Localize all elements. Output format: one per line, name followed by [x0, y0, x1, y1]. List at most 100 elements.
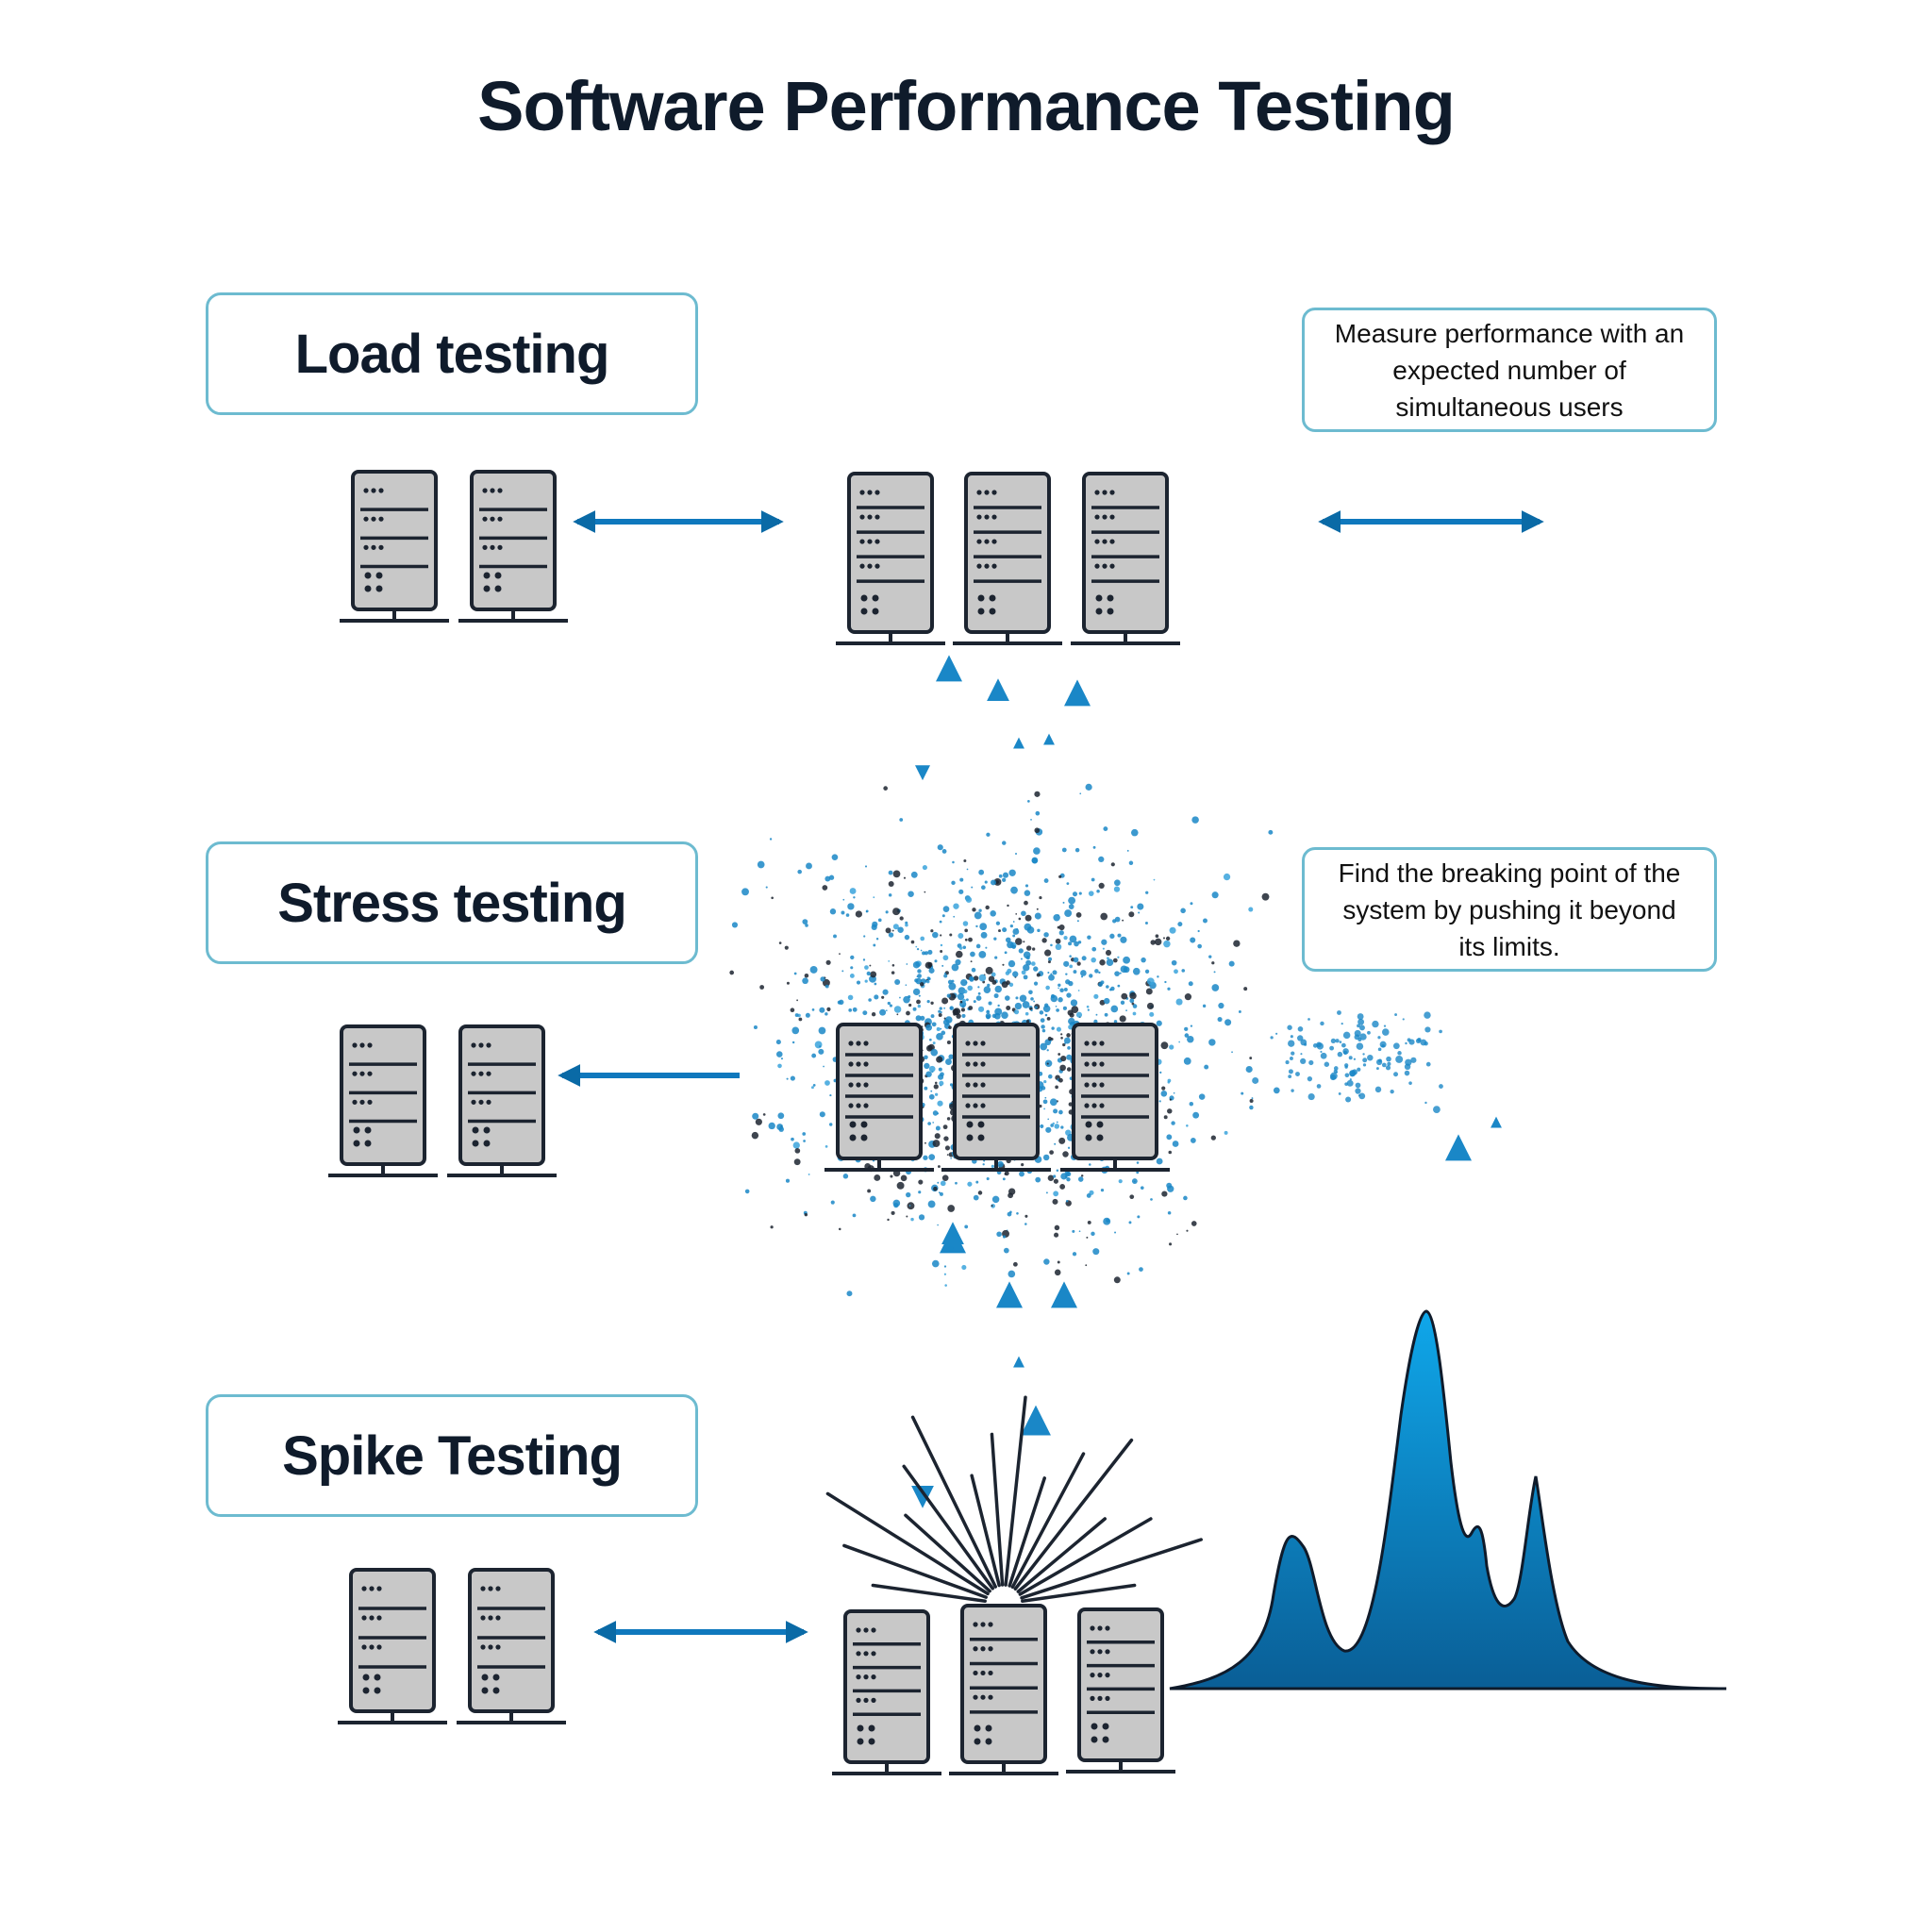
server-led	[863, 1061, 869, 1067]
particle	[1324, 1061, 1330, 1067]
spike-area	[1169, 1309, 1727, 1690]
particle	[940, 934, 942, 937]
particle	[1024, 884, 1029, 888]
particle	[1335, 1039, 1340, 1043]
particle	[1009, 924, 1013, 928]
particle	[1160, 1090, 1168, 1097]
particle	[1249, 1057, 1253, 1059]
particle	[961, 1013, 966, 1019]
server-icon	[338, 1568, 447, 1724]
particle	[1144, 922, 1148, 925]
particle	[949, 1083, 954, 1087]
particle	[1004, 1171, 1009, 1176]
particle	[1404, 1070, 1410, 1076]
particle	[1080, 1174, 1084, 1177]
server-group	[328, 470, 1180, 1775]
particle	[1027, 800, 1030, 803]
particle	[873, 896, 875, 899]
particle	[1117, 933, 1122, 938]
particle	[928, 1065, 936, 1073]
particle	[941, 849, 947, 854]
server-led	[848, 1103, 854, 1108]
particle	[753, 1025, 758, 1030]
particle	[1066, 1054, 1073, 1060]
particle	[1128, 860, 1134, 866]
particle	[838, 1227, 841, 1231]
particle	[1008, 1270, 1016, 1278]
particle	[1346, 1079, 1354, 1087]
particle	[968, 937, 973, 942]
particle	[885, 910, 889, 914]
particle	[1031, 858, 1038, 864]
particle	[805, 1012, 810, 1018]
particle	[973, 1000, 976, 1004]
server-port	[1107, 594, 1114, 602]
particle	[874, 994, 879, 1000]
particle	[1047, 971, 1050, 974]
server-led	[478, 1099, 484, 1105]
particle	[852, 1213, 857, 1218]
server-led	[490, 544, 495, 550]
particle	[1043, 1108, 1046, 1110]
particle	[1077, 990, 1080, 991]
particle	[890, 1174, 893, 1178]
particle	[1378, 1058, 1382, 1063]
burst-ray	[1013, 1438, 1134, 1591]
server-led	[371, 544, 376, 550]
particle	[1048, 957, 1053, 961]
particle	[1087, 1008, 1090, 1011]
particle	[888, 880, 894, 887]
particle	[1374, 1086, 1382, 1093]
particle	[1022, 1001, 1030, 1008]
particle	[906, 963, 908, 965]
server-icon	[457, 1568, 566, 1724]
particle	[1065, 973, 1068, 975]
server-led	[367, 1042, 373, 1048]
server-led	[488, 1615, 493, 1621]
particle	[1109, 933, 1115, 940]
particle	[1187, 1035, 1194, 1043]
server-led	[973, 1082, 978, 1088]
particle	[1204, 1064, 1209, 1070]
server-led	[478, 1071, 484, 1076]
particle	[1167, 1108, 1173, 1114]
particle	[1184, 993, 1192, 1001]
particle	[894, 979, 901, 986]
particle	[1385, 1065, 1391, 1071]
particle	[1030, 1008, 1033, 1012]
particle	[1114, 1231, 1117, 1234]
particle	[888, 870, 893, 875]
particle	[1337, 1051, 1343, 1058]
particle	[828, 874, 835, 880]
particle	[1112, 958, 1118, 963]
particle	[943, 974, 948, 978]
particle	[847, 994, 854, 1001]
particle	[887, 1218, 890, 1222]
particle	[1023, 964, 1030, 972]
particle	[1114, 879, 1121, 887]
particle	[1014, 852, 1018, 856]
particle	[1171, 1121, 1175, 1125]
particle	[1042, 1005, 1051, 1013]
particle	[1359, 1033, 1367, 1041]
server-port	[857, 1724, 864, 1732]
particle	[1091, 877, 1095, 882]
particle	[1093, 1019, 1098, 1024]
server-led	[856, 1082, 861, 1088]
particle	[1137, 903, 1144, 910]
server-icon	[941, 1023, 1051, 1172]
particle	[1120, 936, 1127, 943]
particle	[953, 1012, 957, 1016]
server-led	[480, 1615, 486, 1621]
particle	[1054, 1142, 1057, 1145]
particle	[924, 1086, 928, 1091]
particle	[1190, 1138, 1196, 1143]
particle	[1342, 1050, 1348, 1055]
particle	[926, 979, 930, 984]
particle	[922, 865, 927, 871]
server-led	[369, 1615, 375, 1621]
particle	[1275, 1032, 1278, 1035]
particle	[959, 1000, 963, 1004]
particle	[891, 929, 894, 932]
